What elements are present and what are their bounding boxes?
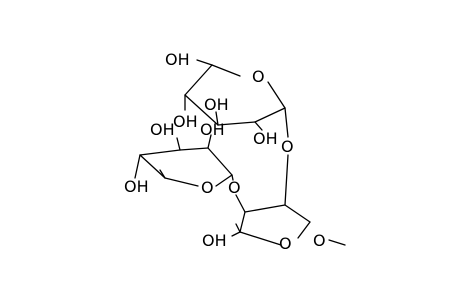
methoxy-oxygen-label: O <box>313 231 326 250</box>
glycosidic-oxygen-label-top: O <box>281 137 294 156</box>
hydroxyl-label-fucose-c3: OH <box>150 120 175 139</box>
hydroxyl-label-top-c2: OH <box>253 129 278 148</box>
glycosidic-oxygen-label-fucose: O <box>228 178 241 197</box>
top-ring-bonds <box>184 59 289 206</box>
bottom-ring-bonds <box>231 204 346 246</box>
left-ring-bonds <box>134 134 246 213</box>
hydroxyl-label-ch2oh: OH <box>165 50 190 69</box>
hydroxyl-label-top-mid: OH <box>200 120 225 139</box>
hydroxyl-label-top-left-b: OH <box>204 95 229 114</box>
ring-oxygen-label-fucose: O <box>201 178 214 197</box>
ring-oxygen-label-bottom: O <box>279 234 292 253</box>
ring-oxygen-label-top: O <box>252 67 265 86</box>
hydroxyl-label-top-left-a: OH <box>173 112 198 131</box>
hydroxyl-label-fucose-c4: OH <box>124 177 149 196</box>
hydroxyl-label-bottom-c4: OH <box>202 231 227 250</box>
